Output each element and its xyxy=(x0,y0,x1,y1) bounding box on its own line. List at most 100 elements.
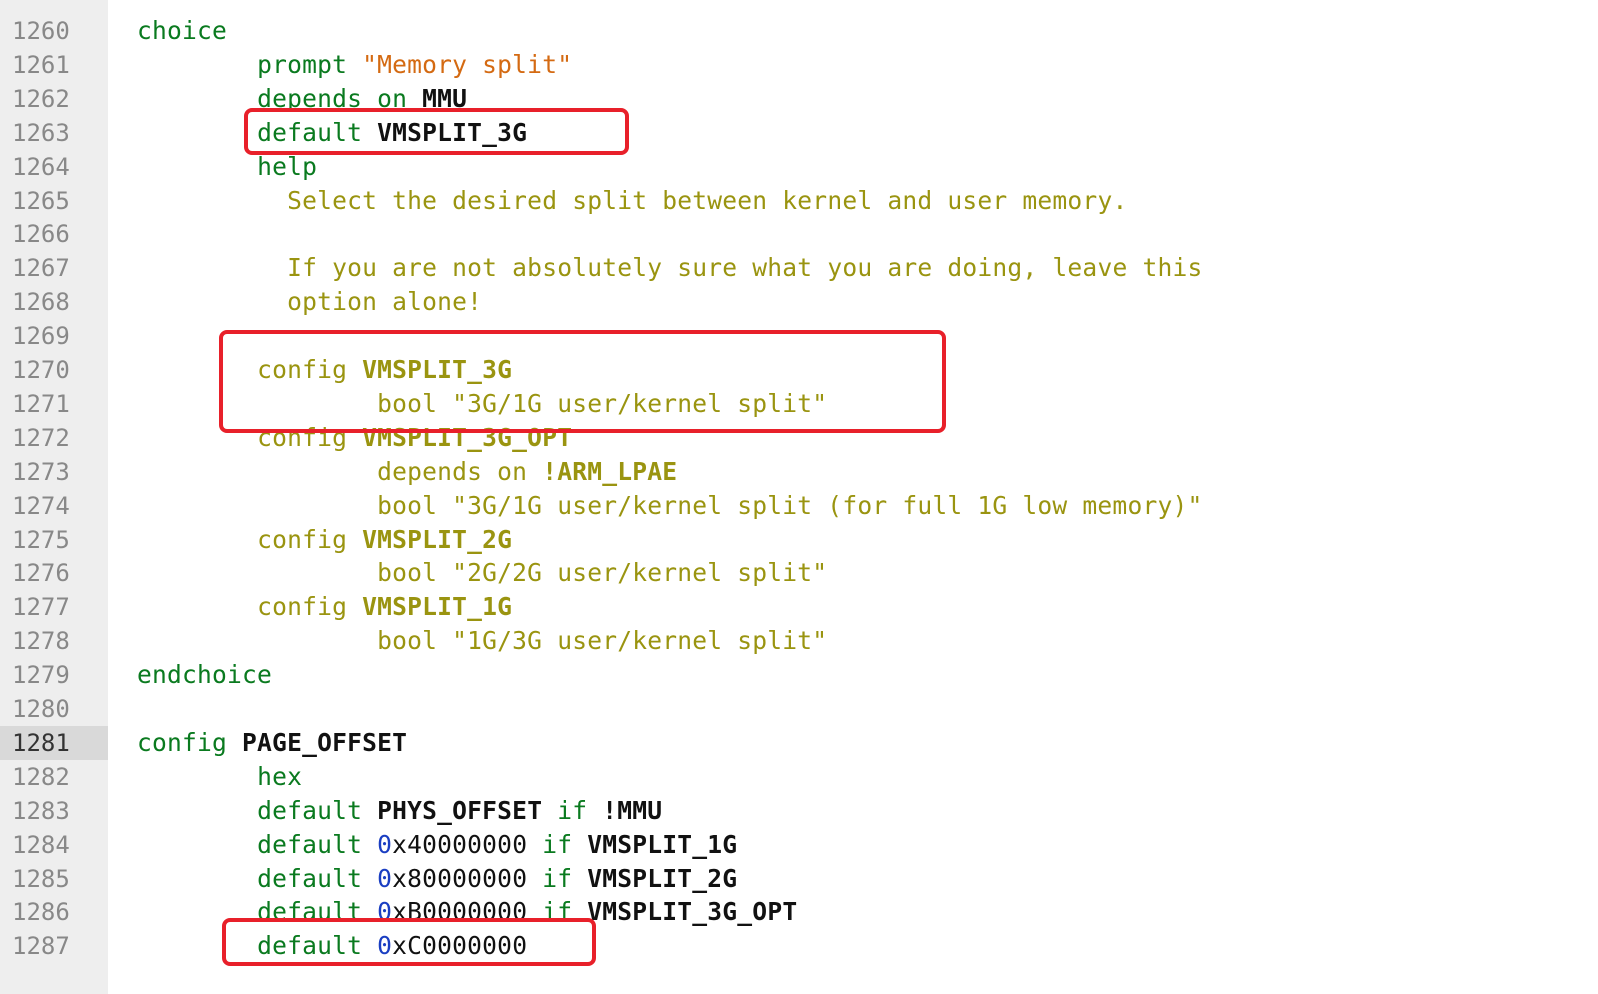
code-token: 0 xyxy=(377,931,393,961)
code-token: !ARM_LPAE xyxy=(542,456,678,486)
line-number: 1261 xyxy=(12,50,70,79)
code-line-1272[interactable]: 1272 config VMSPLIT_3G_OPT xyxy=(0,421,1598,455)
code-line-1285[interactable]: 1285 default 0x80000000 if VMSPLIT_2G xyxy=(0,862,1598,896)
code-line-1264[interactable]: 1264 help xyxy=(0,150,1598,184)
code-token: default xyxy=(257,829,378,859)
line-number: 1276 xyxy=(12,559,70,588)
code-line-1277[interactable]: 1277 config VMSPLIT_1G xyxy=(0,590,1598,624)
code-line-1263[interactable]: 1263 default VMSPLIT_3G xyxy=(0,116,1598,150)
code-token: config xyxy=(257,355,363,384)
highlight-config-vmsplit-3g xyxy=(219,330,946,433)
code-line-1284[interactable]: 1284 default 0x40000000 if VMSPLIT_1G xyxy=(0,828,1598,862)
code-token: option alone! xyxy=(287,287,483,317)
line-number: 1282 xyxy=(12,762,70,791)
code-line-1271[interactable]: 1271 bool "3G/1G user/kernel split" xyxy=(0,387,1598,421)
code-text: prompt "Memory split" xyxy=(137,48,572,82)
code-line-1286[interactable]: 1286 default 0xB0000000 if VMSPLIT_3G_OP… xyxy=(0,895,1598,929)
code-token: 0 xyxy=(377,863,393,893)
code-line-1265[interactable]: 1265 Select the desired split between ke… xyxy=(0,184,1598,218)
code-line-1270[interactable]: 1270 config VMSPLIT_3G xyxy=(0,353,1598,387)
code-token: hex xyxy=(257,761,303,791)
code-text: config VMSPLIT_1G xyxy=(137,590,512,624)
code-token: "Memory split" xyxy=(362,49,573,79)
code-token: if xyxy=(542,795,603,825)
code-token: config xyxy=(257,592,363,622)
code-token: PHYS_OFFSET xyxy=(377,795,543,825)
code-text: choice xyxy=(137,14,227,48)
code-token: VMSPLIT_3G_OPT xyxy=(587,897,798,927)
line-number: 1270 xyxy=(12,356,70,384)
code-line-1269[interactable]: 1269 xyxy=(0,319,1598,353)
code-line-1274[interactable]: 1274 bool "3G/1G user/kernel split (for … xyxy=(0,489,1598,523)
code-token xyxy=(137,762,257,791)
line-number: 1277 xyxy=(12,593,70,622)
line-number: 1283 xyxy=(12,796,70,825)
code-line-1276[interactable]: 1276 bool "2G/2G user/kernel split" xyxy=(0,556,1598,590)
code-text: default VMSPLIT_3G xyxy=(137,116,527,150)
code-token: xC0000000 xyxy=(392,931,528,961)
code-token: If you are not absolutely sure what you … xyxy=(287,253,1203,283)
code-token xyxy=(137,152,257,181)
code-token: MMU xyxy=(422,83,468,113)
code-line-1275[interactable]: 1275 config VMSPLIT_2G xyxy=(0,523,1598,557)
code-text: depends on MMU xyxy=(137,82,467,116)
code-line-1287[interactable]: 1287 default 0xC0000000 xyxy=(0,929,1598,963)
code-line-1266[interactable]: 1266 xyxy=(0,217,1598,251)
code-text: bool "3G/1G user/kernel split (for full … xyxy=(137,489,1202,523)
code-token xyxy=(137,491,377,520)
code-token: config xyxy=(137,727,243,757)
code-line-1273[interactable]: 1273 depends on !ARM_LPAE xyxy=(0,455,1598,489)
code-token xyxy=(137,84,257,113)
code-token: PAGE_OFFSET xyxy=(242,727,408,757)
code-line-1267[interactable]: 1267 If you are not absolutely sure what… xyxy=(0,251,1598,285)
code-token: VMSPLIT_1G xyxy=(362,592,513,622)
code-line-1279[interactable]: 1279 endchoice xyxy=(0,658,1598,692)
code-text: hex xyxy=(137,760,302,794)
line-number: 1273 xyxy=(12,457,70,486)
code-token: prompt xyxy=(257,49,363,79)
code-token: x80000000 xyxy=(392,863,528,893)
code-line-1283[interactable]: 1283 default PHYS_OFFSET if !MMU xyxy=(0,794,1598,828)
line-number: 1268 xyxy=(12,288,70,317)
code-token: depends on xyxy=(257,83,423,113)
code-text: default 0x40000000 if VMSPLIT_1G xyxy=(137,828,737,862)
code-token: x40000000 xyxy=(392,829,528,859)
code-text: config PAGE_OFFSET xyxy=(137,726,407,760)
code-text: help xyxy=(137,150,317,184)
code-line-1280[interactable]: 1280 xyxy=(0,692,1598,726)
line-number: 1285 xyxy=(12,864,70,893)
code-text: default 0x80000000 if VMSPLIT_2G xyxy=(137,862,737,896)
line-number: 1275 xyxy=(12,525,70,554)
code-text: option alone! xyxy=(137,285,482,319)
line-number-gutter xyxy=(0,0,108,994)
code-token xyxy=(137,796,257,825)
code-line-1262[interactable]: 1262 depends on MMU xyxy=(0,82,1598,116)
code-token: bool "3G/1G user/kernel split (for full … xyxy=(377,490,1203,520)
code-token: default xyxy=(257,117,378,147)
code-token xyxy=(137,253,287,282)
line-number: 1274 xyxy=(12,491,70,520)
code-token: depends on xyxy=(377,456,543,486)
code-line-1268[interactable]: 1268 option alone! xyxy=(0,285,1598,319)
code-line-1282[interactable]: 1282 hex xyxy=(0,760,1598,794)
code-text: Select the desired split between kernel … xyxy=(137,184,1127,218)
code-token: choice xyxy=(137,16,228,45)
code-token: VMSPLIT_2G xyxy=(362,524,513,554)
code-text: endchoice xyxy=(137,658,272,692)
line-number: 1267 xyxy=(12,254,70,283)
code-line-1261[interactable]: 1261 prompt "Memory split" xyxy=(0,48,1598,82)
code-token: if xyxy=(527,863,588,893)
line-number: 1271 xyxy=(12,389,70,418)
code-text: default 0xC0000000 xyxy=(137,929,527,963)
code-token: help xyxy=(257,151,318,181)
line-number: 1279 xyxy=(12,661,70,690)
line-number: 1287 xyxy=(12,932,70,961)
code-token: VMSPLIT_1G xyxy=(587,829,738,859)
line-number: 1263 xyxy=(12,118,70,147)
code-token: default xyxy=(257,931,378,961)
code-token xyxy=(137,626,377,655)
code-line-1278[interactable]: 1278 bool "1G/3G user/kernel split" xyxy=(0,624,1598,658)
